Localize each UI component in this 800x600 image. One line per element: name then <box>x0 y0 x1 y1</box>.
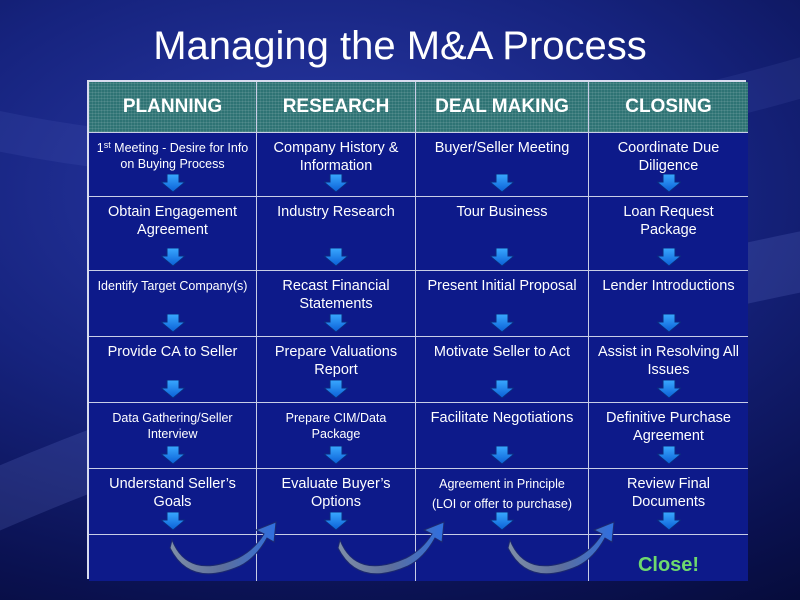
closing-step-1: Coordinate Due Diligence <box>589 133 748 197</box>
research-transition-cell <box>257 535 416 581</box>
deal-making-step-2-text: Tour Business <box>456 204 548 220</box>
down-arrow-icon <box>656 174 681 192</box>
closing-step-2-text: Loan Request Package <box>623 204 714 238</box>
down-arrow-icon <box>490 314 514 332</box>
planning-step-5-text: Data Gathering/Seller Interview <box>112 411 233 441</box>
down-arrow-icon <box>160 314 185 332</box>
down-arrow-icon <box>656 512 681 530</box>
closing-step-2: Loan Request Package <box>589 197 748 271</box>
deal-making-step-1-text: Buyer/Seller Meeting <box>434 140 570 156</box>
research-step-5-text: Prepare CIM/Data Package <box>285 411 387 441</box>
down-arrow-icon <box>160 446 185 464</box>
down-arrow-icon <box>324 446 348 464</box>
deal-making-step-2: Tour Business <box>416 197 589 271</box>
closing-step-3-text: Lender Introductions <box>602 278 735 294</box>
research-step-3: Recast Financial Statements <box>257 271 416 337</box>
down-arrow-icon <box>490 446 514 464</box>
header-planning: PLANNING <box>89 82 257 133</box>
deal-making-step-5-text: Facilitate Negotiations <box>430 410 574 426</box>
deal-making-step-3-text: Present Initial Proposal <box>427 278 577 294</box>
planning-step-3-text: Identify Target Company(s) <box>97 279 248 293</box>
planning-step-3: Identify Target Company(s) <box>89 271 257 337</box>
closing-step-5: Definitive Purchase Agreement <box>589 403 748 469</box>
deal-making-step-4-text: Motivate Seller to Act <box>433 344 571 360</box>
planning-step-1: 1st Meeting - Desire for Info on Buying … <box>89 133 257 197</box>
down-arrow-icon <box>160 512 185 530</box>
research-step-1-text: Company History & Information <box>273 140 399 174</box>
deal-making-step-5: Facilitate Negotiations <box>416 403 589 469</box>
down-arrow-icon <box>324 314 348 332</box>
deal-making-step-3: Present Initial Proposal <box>416 271 589 337</box>
deal-making-transition-cell <box>416 535 589 581</box>
research-step-4-text: Prepare Valuations Report <box>274 344 398 378</box>
down-arrow-icon <box>160 174 185 192</box>
header-closing: CLOSING <box>589 82 748 133</box>
closing-step-1-text: Coordinate Due Diligence <box>617 140 720 174</box>
down-arrow-icon <box>656 314 681 332</box>
closing-step-6: Review Final Documents <box>589 469 748 535</box>
planning-step-1-suffix: st <box>103 140 111 150</box>
research-step-3-text: Recast Financial Statements <box>282 278 390 312</box>
closing-step-3: Lender Introductions <box>589 271 748 337</box>
down-arrow-icon <box>490 174 514 192</box>
research-step-6: Evaluate Buyer’s Options <box>257 469 416 535</box>
planning-step-1-text: Meeting - Desire for Info on Buying Proc… <box>110 141 249 171</box>
header-research: RESEARCH <box>257 82 416 133</box>
down-arrow-icon <box>160 248 185 266</box>
research-step-2: Industry Research <box>257 197 416 271</box>
planning-step-6-text: Understand Seller’s Goals <box>109 476 236 510</box>
closing-step-4: Assist in Resolving All Issues <box>589 337 748 403</box>
down-arrow-icon <box>656 446 681 464</box>
down-arrow-icon <box>324 174 348 192</box>
research-step-2-text: Industry Research <box>277 204 395 220</box>
closing-step-6-text: Review Final Documents <box>627 476 710 510</box>
planning-step-2-text: Obtain Engagement Agreement <box>108 204 237 238</box>
down-arrow-icon <box>490 248 514 266</box>
down-arrow-icon <box>324 512 348 530</box>
research-step-6-text: Evaluate Buyer’s Options <box>281 476 391 510</box>
process-table: PLANNING RESEARCH DEAL MAKING CLOSING 1s… <box>87 80 748 581</box>
down-arrow-icon <box>160 380 185 398</box>
down-arrow-icon <box>656 248 681 266</box>
deal-making-step-6-line-2: (LOI or offer to purchase) <box>431 497 573 511</box>
planning-step-5: Data Gathering/Seller Interview <box>89 403 257 469</box>
close-label: Close! <box>589 535 748 581</box>
research-step-4: Prepare Valuations Report <box>257 337 416 403</box>
down-arrow-icon <box>324 248 348 266</box>
research-step-5: Prepare CIM/Data Package <box>257 403 416 469</box>
planning-transition-cell <box>89 535 257 581</box>
planning-step-4: Provide CA to Seller <box>89 337 257 403</box>
planning-step-1-number: 1 <box>96 141 104 155</box>
header-deal-making: DEAL MAKING <box>416 82 589 133</box>
page-title: Managing the M&A Process <box>153 24 647 68</box>
down-arrow-icon <box>324 380 348 398</box>
deal-making-step-1: Buyer/Seller Meeting <box>416 133 589 197</box>
closing-step-5-text: Definitive Purchase Agreement <box>606 410 731 444</box>
deal-making-step-6: Agreement in Principle (LOI or offer to … <box>416 469 589 535</box>
research-step-1: Company History & Information <box>257 133 416 197</box>
planning-step-6: Understand Seller’s Goals <box>89 469 257 535</box>
down-arrow-icon <box>490 512 514 530</box>
planning-step-4-text: Provide CA to Seller <box>107 344 238 360</box>
down-arrow-icon <box>490 380 514 398</box>
deal-making-step-6-line-1: Agreement in Principle <box>439 477 565 491</box>
deal-making-step-4: Motivate Seller to Act <box>416 337 589 403</box>
closing-step-4-text: Assist in Resolving All Issues <box>597 344 740 378</box>
down-arrow-icon <box>656 380 681 398</box>
planning-step-2: Obtain Engagement Agreement <box>89 197 257 271</box>
